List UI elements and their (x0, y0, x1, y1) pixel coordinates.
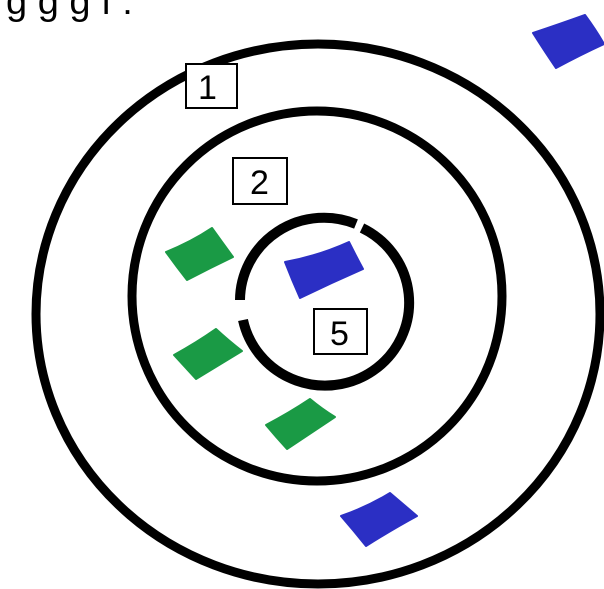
score-box-1: 1 (186, 64, 237, 108)
blue-beanbag-outside-top-right (533, 15, 604, 68)
score-box-5: 5 (314, 309, 367, 354)
green-beanbag-ring2-middle (174, 329, 242, 379)
green-beanbag-ring2-upper (166, 228, 233, 280)
blue-beanbag-ring1-bottom (341, 493, 417, 546)
score-label-2: 2 (250, 164, 269, 202)
cropped-top-text: g g g f : (6, 0, 133, 23)
score-box-2: 2 (233, 158, 287, 204)
green-beanbag-ring2-lower (266, 399, 335, 449)
score-label-5: 5 (330, 315, 349, 353)
score-label-1: 1 (198, 69, 217, 107)
blue-beanbag-center (285, 242, 363, 298)
